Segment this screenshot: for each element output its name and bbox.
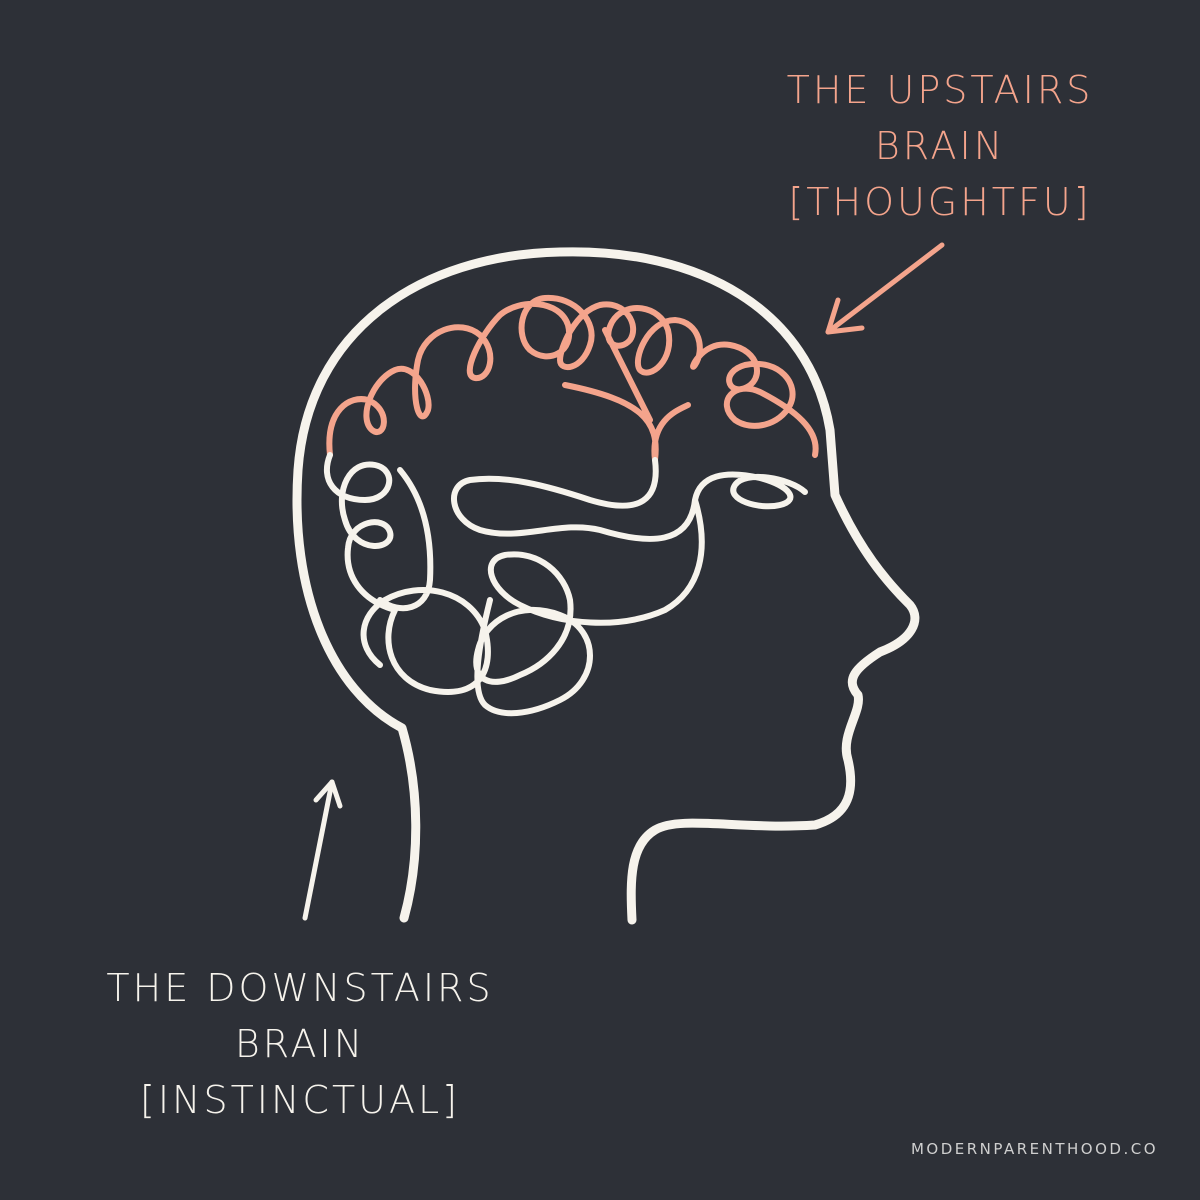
downstairs-label-line2: BRAIN (234, 1022, 366, 1066)
head-outline-icon (292, 247, 920, 925)
upstairs-label-line3: [THOUGHTFU] (788, 180, 1092, 224)
downstairs-arrow-icon (302, 779, 343, 921)
upstairs-arrow-icon (825, 242, 945, 335)
downstairs-brain-label: THE DOWNSTAIRS BRAIN [INSTINCTUAL] (50, 960, 550, 1128)
upper-brain-icon (326, 294, 819, 463)
upstairs-label-line1: THE UPSTAIRS (786, 68, 1094, 112)
site-credit: MODERNPARENTHOOD.CO (910, 1140, 1158, 1158)
upstairs-brain-label: THE UPSTAIRS BRAIN [THOUGHTFU] (740, 62, 1140, 230)
downstairs-label-line3: [INSTINCTUAL] (140, 1078, 460, 1122)
downstairs-label-line1: THE DOWNSTAIRS (106, 966, 494, 1010)
lower-brain-icon (323, 452, 808, 717)
upstairs-label-line2: BRAIN (874, 124, 1006, 168)
